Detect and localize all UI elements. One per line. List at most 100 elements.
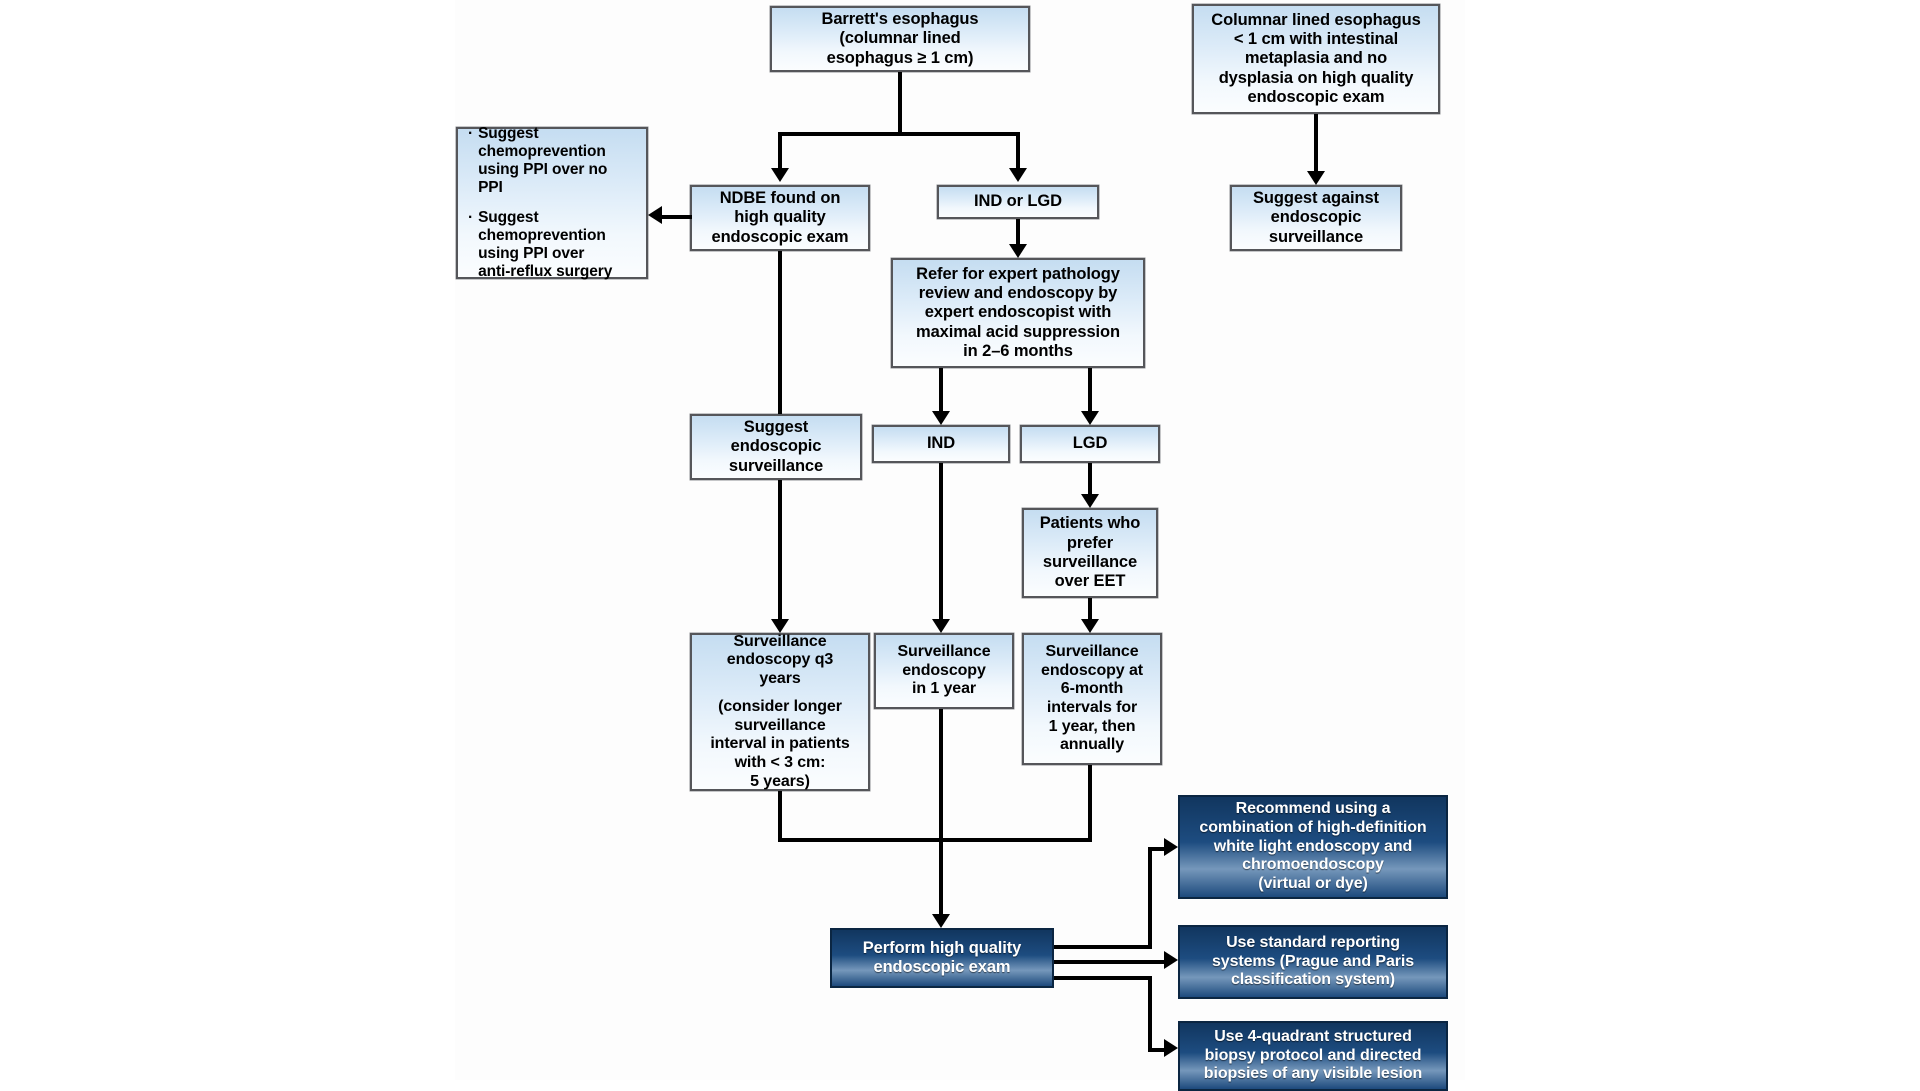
arrowhead-to-surveillance-6m [1081, 619, 1099, 633]
node-line: Columnar lined esophagus [1211, 10, 1421, 29]
connector-columnar-down [1314, 114, 1318, 171]
node-line: using PPI over no [478, 161, 608, 179]
node-line: classification system) [1230, 971, 1396, 989]
connector-exam-to-biopsy-h1 [1054, 976, 1152, 980]
node-line: Recommend using a [1235, 800, 1391, 818]
node-line: Perform high quality [862, 938, 1022, 957]
node-lgd: LGD [1020, 425, 1160, 463]
node-line: Use standard reporting [1226, 933, 1400, 951]
node-recommend-hd-white-light: Recommend using a combination of high-de… [1178, 795, 1448, 899]
node-line: metaplasia and no [1244, 49, 1388, 68]
connector-merge-down [939, 838, 943, 914]
node-line: prefer [1066, 533, 1114, 552]
node-line: anti-reflux surgery [478, 262, 613, 280]
connector-lgd-to-patients [1088, 463, 1092, 494]
connector-exam-to-biopsy-v [1148, 976, 1152, 1052]
node-line: (consider longer [718, 697, 842, 715]
connector-exam-to-recommend-h2 [1148, 847, 1164, 851]
node-ind-or-lgd: IND or LGD [937, 185, 1099, 219]
node-line: using PPI over [478, 244, 585, 262]
node-line: Surveillance [897, 642, 991, 660]
node-line: annually [1059, 736, 1125, 754]
node-line: Suggest [478, 208, 539, 226]
node-line: Suggest [478, 125, 539, 142]
bullet-marker: · [468, 208, 474, 226]
node-patients-prefer-surveillance: Patients who prefer surveillance over EE… [1022, 508, 1158, 598]
arrowhead-to-refer [1009, 244, 1027, 258]
node-line: < 1 cm with intestinal [1233, 30, 1399, 49]
node-line: Patients who [1039, 514, 1141, 533]
node-line: systems (Prague and Paris [1211, 952, 1415, 970]
bullet-item: · Suggest chemoprevention using PPI over… [468, 209, 640, 282]
connector-exam-to-recommend-h1 [1054, 945, 1152, 949]
node-line: endoscopic exam [711, 227, 849, 246]
bullet-marker: · [468, 125, 474, 142]
bullet-item: · Suggest chemoprevention using PPI over… [468, 125, 640, 198]
node-barretts-esophagus: Barrett's esophagus (columnar lined esop… [770, 6, 1030, 72]
arrowhead-to-ind [932, 411, 950, 425]
node-line: (columnar lined [839, 29, 961, 48]
connector-q3-down [778, 791, 782, 838]
node-line: esophagus ≥ 1 cm) [826, 48, 974, 67]
connector-ind-to-surveillance-1y [939, 463, 943, 619]
node-line: in 1 year [911, 680, 977, 698]
node-line: chromoendoscopy [1242, 856, 1384, 874]
node-refer-expert-pathology: Refer for expert pathology review and en… [891, 258, 1145, 368]
node-line: 1 year, then [1048, 717, 1136, 735]
connector-exam-to-reporting [1054, 960, 1164, 964]
node-line: years [759, 670, 801, 688]
node-perform-high-quality-exam: Perform high quality endoscopic exam [830, 928, 1054, 988]
node-line: endoscopic [730, 437, 822, 456]
arrowhead-to-recommend-hd [1164, 838, 1178, 856]
node-line: Use 4-quadrant structured [1214, 1027, 1412, 1045]
node-line: Surveillance [733, 632, 827, 650]
node-line: dysplasia on high quality [1218, 68, 1414, 87]
connector-indlgd-to-refer [1016, 219, 1020, 244]
node-line: maximal acid suppression [916, 322, 1120, 341]
node-line: endoscopy at [1041, 661, 1143, 679]
node-standard-reporting-systems: Use standard reporting systems (Prague a… [1178, 925, 1448, 999]
connector-merge-bar [778, 838, 1092, 842]
arrowhead-to-suggest-against [1307, 171, 1325, 185]
connector-patients-to-surveillance-6m [1088, 598, 1092, 619]
node-line: expert endoscopist with [924, 303, 1112, 322]
node-ndbe: NDBE found on high quality endoscopic ex… [690, 185, 870, 251]
connector-s6m-down [1088, 765, 1092, 838]
node-line: Refer for expert pathology [916, 264, 1120, 283]
node-line: 5 years) [750, 772, 810, 790]
node-line: surveillance [728, 456, 824, 475]
node-line: review and endoscopy by [918, 284, 1118, 303]
node-line: Suggest against [1253, 189, 1379, 208]
node-line: surveillance [734, 716, 826, 734]
node-line: Barrett's esophagus [821, 10, 979, 29]
node-line: in 2–6 months [963, 341, 1073, 360]
arrowhead-to-lgd [1081, 411, 1099, 425]
node-surveillance-6-month: Surveillance endoscopy at 6-month interv… [1022, 633, 1162, 765]
node-four-quadrant-biopsy: Use 4-quadrant structured biopsy protoco… [1178, 1021, 1448, 1091]
node-surveillance-1-year: Surveillance endoscopy in 1 year [874, 633, 1014, 709]
node-suggest-against-surveillance: Suggest against endoscopic surveillance [1230, 185, 1402, 251]
node-line: endoscopic exam [873, 958, 1011, 976]
arrowhead-to-perform-exam [932, 914, 950, 928]
arrowhead-to-q3 [771, 619, 789, 633]
node-line: Surveillance [1045, 642, 1139, 660]
node-line: white light endoscopy and [1213, 837, 1413, 855]
node-line: chemoprevention [478, 143, 606, 161]
node-line: (virtual or dye) [1258, 875, 1368, 893]
node-line: with < 3 cm: [734, 753, 826, 771]
node-line: PPI [478, 179, 503, 197]
node-line: NDBE found on [719, 189, 841, 208]
node-columnar-lined-under-1cm: Columnar lined esophagus < 1 cm with int… [1192, 4, 1440, 114]
connector-to-ndbe [778, 132, 782, 168]
arrowhead-to-reporting [1164, 951, 1178, 969]
node-line: surveillance [1042, 553, 1138, 571]
node-line: endoscopic [1270, 208, 1362, 227]
arrowhead-to-ind-or-lgd [1009, 168, 1027, 182]
node-line: endoscopy [902, 661, 986, 679]
connector-refer-to-lgd [1088, 368, 1092, 411]
node-line: interval in patients [710, 735, 850, 753]
connector-barretts-down [898, 72, 902, 136]
arrowhead-to-chemoprevention [648, 206, 662, 224]
connector-s1y-down [939, 709, 943, 838]
